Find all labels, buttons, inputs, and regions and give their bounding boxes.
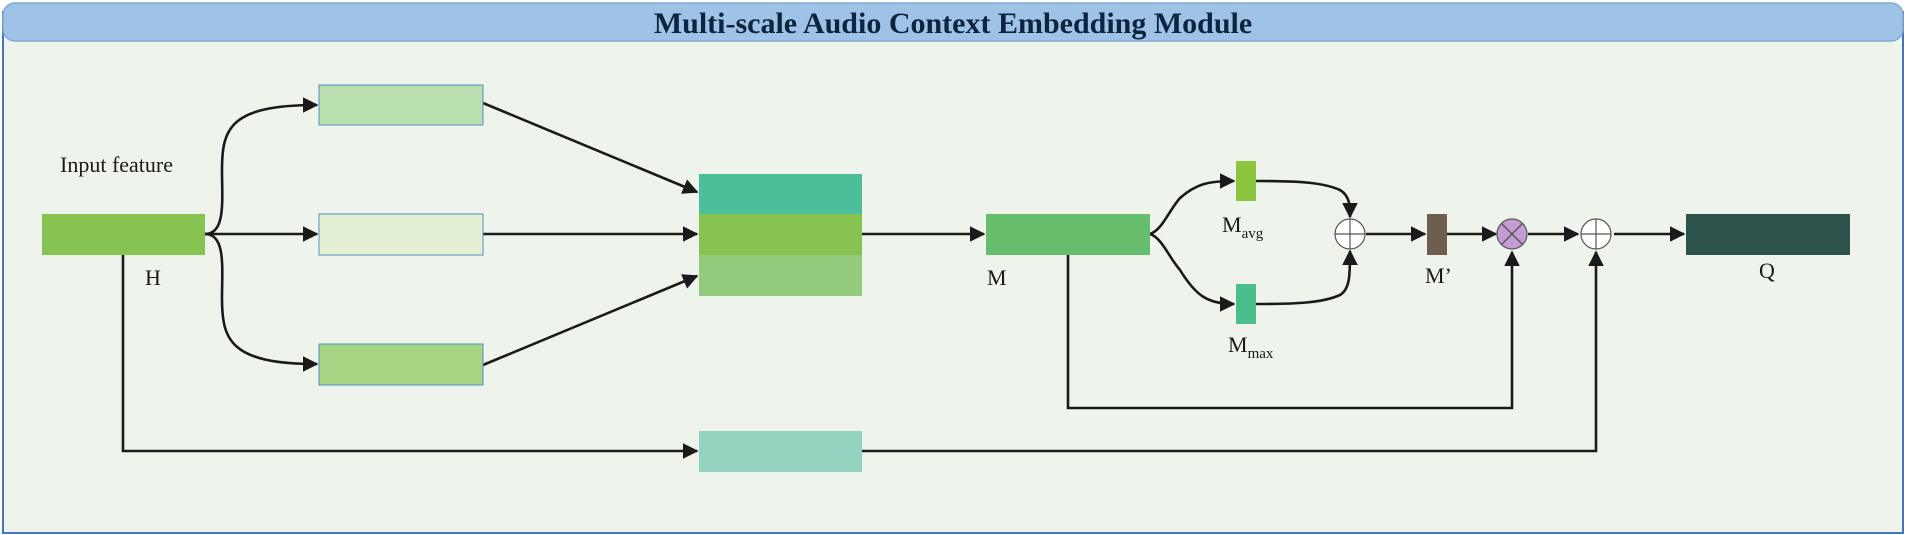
m-avg-base: M <box>1222 212 1242 237</box>
m-max-label: Mmax <box>1228 332 1274 362</box>
m-block <box>986 214 1150 255</box>
wire-m-to-mavg <box>1149 173 1236 236</box>
wire-input-to-top-branch <box>204 97 319 236</box>
wire-input-to-bottom-branch <box>204 232 319 372</box>
add-node-residual <box>1580 218 1612 250</box>
m-prime-label: M’ <box>1425 263 1452 288</box>
wire-mavg-to-add <box>1255 179 1358 219</box>
h-label: H <box>145 265 161 290</box>
input-feature-label: Input feature <box>60 152 173 177</box>
wire-input-to-skip-block <box>121 255 699 459</box>
q-label: Q <box>1759 258 1775 283</box>
title-bar <box>2 2 1904 42</box>
wire-top-branch-to-concat <box>482 101 699 194</box>
module-panel <box>2 11 1904 534</box>
m-max-block <box>1236 284 1256 324</box>
branch-block-top <box>318 84 484 126</box>
concat-block-bottom <box>699 255 862 296</box>
m-label: M <box>987 265 1007 290</box>
branch-block-bottom <box>318 343 484 386</box>
m-avg-block <box>1236 161 1256 201</box>
q-block <box>1686 214 1850 255</box>
wire-skip-block-to-add <box>862 250 1604 453</box>
input-feature-block <box>42 214 205 255</box>
wire-bottom-branch-to-concat <box>482 274 699 367</box>
wire-m-residual-to-multiply <box>1066 250 1520 410</box>
skip-block <box>699 431 862 472</box>
wire-mmax-to-add <box>1255 249 1358 306</box>
concat-block-top <box>699 174 862 215</box>
m-avg-subscript: avg <box>1242 226 1264 242</box>
add-node-attention <box>1334 218 1366 250</box>
wire-m-to-mmax <box>1149 232 1236 312</box>
concat-block-middle <box>699 214 862 255</box>
m-avg-label: Mavg <box>1222 212 1264 242</box>
branch-block-middle <box>318 213 484 256</box>
multiply-node <box>1496 218 1528 250</box>
m-max-subscript: max <box>1248 346 1274 362</box>
m-prime-block <box>1427 214 1447 255</box>
diagram-title: Multi-scale Audio Context Embedding Modu… <box>654 7 1252 40</box>
m-max-base: M <box>1228 332 1248 357</box>
